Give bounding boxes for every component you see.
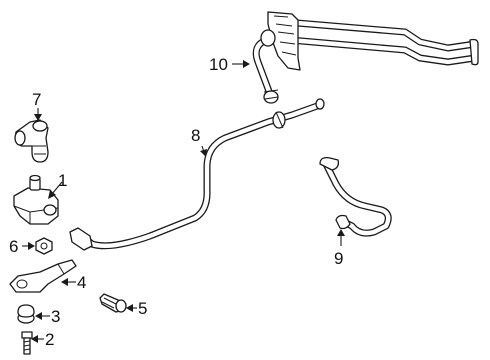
callout-5-label: 5 bbox=[138, 299, 147, 318]
callout-8-label: 8 bbox=[191, 126, 200, 145]
callout-4-label: 4 bbox=[77, 273, 86, 292]
callout-10-label: 10 bbox=[209, 55, 228, 74]
callout-6-label: 6 bbox=[9, 237, 18, 256]
callout-10: 10 bbox=[209, 55, 250, 74]
heater-core-assembly bbox=[267, 11, 479, 71]
bracket bbox=[9, 259, 77, 293]
callout-9-label: 9 bbox=[334, 249, 343, 268]
callout-1-label: 1 bbox=[58, 171, 67, 190]
callout-4: 4 bbox=[61, 273, 86, 292]
callout-7-label: 7 bbox=[32, 90, 41, 109]
thermostat-fitting bbox=[14, 119, 49, 163]
callout-7: 7 bbox=[32, 90, 42, 121]
coolant-hose bbox=[319, 156, 392, 237]
water-pump bbox=[13, 174, 59, 225]
callout-2: 2 bbox=[31, 330, 54, 349]
heater-hose bbox=[252, 29, 279, 104]
callout-1: 1 bbox=[48, 171, 67, 199]
callout-9: 9 bbox=[334, 229, 345, 268]
nut bbox=[35, 237, 53, 255]
callout-5: 5 bbox=[126, 299, 147, 318]
bolt bbox=[99, 293, 127, 313]
grommet bbox=[17, 304, 35, 324]
bolt-small bbox=[21, 331, 33, 355]
callout-3: 3 bbox=[35, 307, 60, 326]
callout-3-label: 3 bbox=[51, 307, 60, 326]
callout-6: 6 bbox=[9, 237, 35, 256]
callout-2-label: 2 bbox=[45, 330, 54, 349]
callout-8: 8 bbox=[191, 126, 207, 157]
coolant-pipe bbox=[69, 98, 325, 251]
